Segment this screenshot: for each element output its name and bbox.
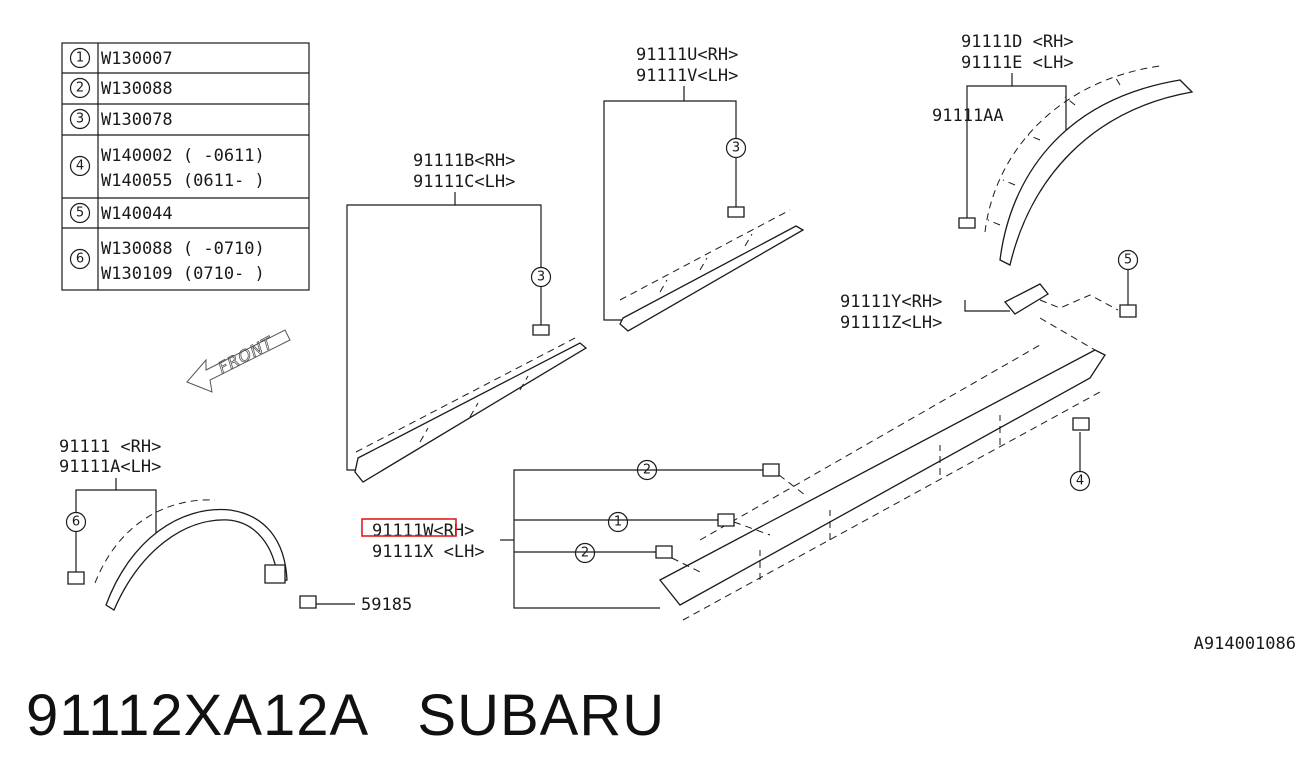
ref-num-1: 1 [614, 515, 622, 530]
legend-code: W140002 ( -0611) [101, 146, 265, 166]
label-91111a: 91111A<LH> [59, 457, 161, 477]
ref-num-2: 2 [643, 463, 651, 478]
front-label: FRONT [215, 333, 277, 378]
clip-icon [532, 324, 550, 336]
clip-icon [1072, 417, 1090, 431]
reference-code: A914001086 [1193, 634, 1296, 654]
legend-table: 1 W130007 2 W130088 3 W130078 4 W140002 … [61, 42, 310, 291]
part-number: 91112XA12A [26, 683, 367, 748]
legend-code: W130109 (0710- ) [101, 264, 265, 284]
label-91111x: 91111X <LH> [372, 542, 485, 562]
label-91111w: 91111W<RH> [372, 521, 474, 541]
legend-row-5: 5 W140044 [69, 202, 173, 224]
fender-arch-front [105, 508, 288, 611]
legend-num: 1 [76, 51, 84, 66]
legend-num: 6 [76, 252, 84, 267]
fender-arch-rear [999, 79, 1194, 266]
clip-icon [762, 463, 780, 477]
front-direction-arrow: FRONT [186, 329, 291, 393]
legend-row-1: 1 W130007 [69, 47, 173, 69]
side-sill [659, 349, 1106, 606]
legend-row-2: 2 W130088 [69, 77, 173, 99]
label-91111e: 91111E <LH> [961, 53, 1074, 73]
ref-num-6: 6 [72, 515, 80, 530]
legend-code: W130088 ( -0710) [101, 239, 265, 259]
label-91111d: 91111D <RH> [961, 32, 1074, 52]
legend-row-3: 3 W130078 [69, 108, 173, 130]
legend-row-6: 6 W130088 ( -0710) W130109 (0710- ) [69, 239, 265, 284]
ref-num-4: 4 [1076, 474, 1084, 489]
door-molding-u [619, 225, 805, 332]
clip-icon [958, 217, 976, 229]
label-91111: 91111 <RH> [59, 437, 161, 457]
label-91111v: 91111V<LH> [636, 66, 738, 86]
ref-num-3: 3 [537, 270, 545, 285]
legend-num: 2 [76, 81, 84, 96]
legend-num: 3 [76, 112, 84, 127]
clip-icon [67, 571, 85, 585]
label-91111y: 91111Y<RH> [840, 292, 942, 312]
part-91111b-group: 91111B<RH> 91111C<LH> 3 [346, 151, 588, 483]
clip-icon [299, 595, 317, 609]
side-sill-group: 4 2 1 2 91111W<RH> 91111X <LH> [361, 317, 1106, 621]
part-91111y-group: 91111Y<RH> 91111Z<LH> 5 [840, 249, 1139, 333]
part-91111u-group: 91111U<RH> 91111V<LH> 3 [603, 45, 805, 332]
ref-num-3: 3 [732, 141, 740, 156]
tab-icon [264, 564, 286, 584]
label-91111aa: 91111AA [932, 106, 1004, 126]
legend-num: 4 [76, 159, 84, 174]
label-59185: 59185 [361, 595, 412, 615]
label-91111b: 91111B<RH> [413, 151, 515, 171]
part-91111-group: 91111 <RH> 91111A<LH> 6 59185 [59, 437, 412, 615]
legend-row-4: 4 W140002 ( -0611) W140055 (0611- ) [69, 146, 265, 191]
clip-icon [717, 513, 735, 527]
label-91111c: 91111C<LH> [413, 172, 515, 192]
legend-code: W130088 [101, 79, 173, 99]
clip-icon [655, 545, 673, 559]
legend-num: 5 [76, 206, 84, 221]
ref-num-2: 2 [581, 546, 589, 561]
legend-code: W130078 [101, 110, 173, 130]
ref-num-5: 5 [1124, 253, 1132, 268]
clip-icon [1119, 304, 1137, 318]
caption: 91112XA12A SUBARU [26, 682, 665, 749]
legend-code: W130007 [101, 49, 173, 69]
part-91111d-group: 91111D <RH> 91111E <LH> 91111AA [932, 32, 1194, 266]
door-molding-b [354, 342, 588, 483]
brand-name: SUBARU [417, 683, 666, 748]
highlight-box [361, 518, 457, 537]
clip-icon [727, 206, 745, 218]
bracket-icon [1003, 283, 1049, 315]
legend-code: W140044 [101, 204, 173, 224]
label-91111z: 91111Z<LH> [840, 313, 942, 333]
label-91111u: 91111U<RH> [636, 45, 738, 65]
legend-code: W140055 (0611- ) [101, 171, 265, 191]
